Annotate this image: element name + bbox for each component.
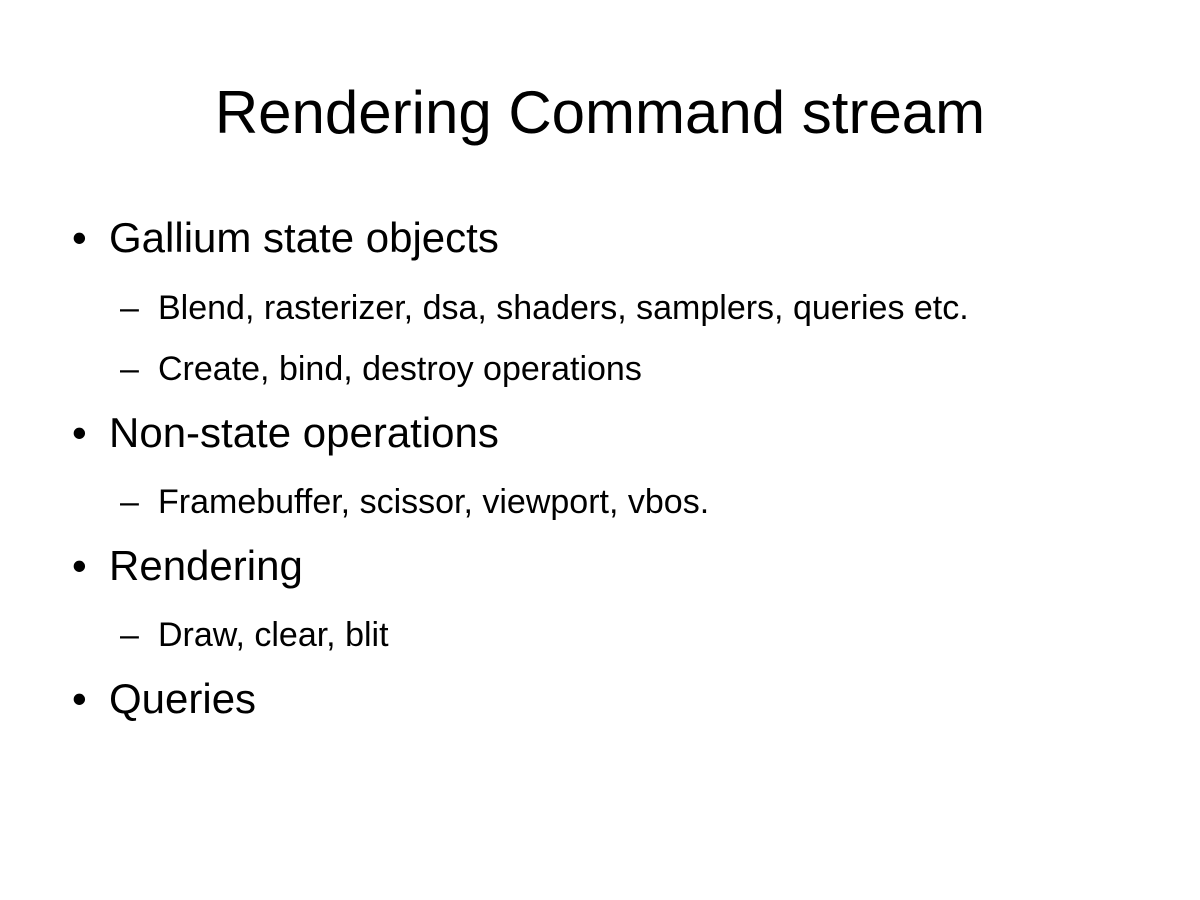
- bullet-text: Queries: [109, 675, 257, 722]
- bullet-text: Gallium state objects: [109, 214, 499, 261]
- dash-marker: –: [120, 350, 139, 388]
- sub-bullet-text: Blend, rasterizer, dsa, shaders, sampler…: [158, 289, 969, 327]
- bullet-text: Non-state operations: [109, 409, 499, 456]
- bullet-marker: •: [72, 542, 87, 589]
- slide-title: Rendering Command stream: [214, 79, 986, 146]
- sub-bullet-text: Draw, clear, blit: [158, 616, 389, 654]
- dash-marker: –: [120, 483, 139, 521]
- bullet-marker: •: [72, 675, 87, 722]
- dash-marker: –: [120, 616, 139, 654]
- sub-bullet-text: Framebuffer, scissor, viewport, vbos.: [158, 483, 710, 521]
- bullet-marker: •: [72, 409, 87, 456]
- sub-bullet-text: Create, bind, destroy operations: [158, 350, 642, 388]
- bullet-marker: •: [72, 214, 87, 261]
- bullet-text: Rendering: [109, 542, 303, 589]
- dash-marker: –: [120, 289, 139, 327]
